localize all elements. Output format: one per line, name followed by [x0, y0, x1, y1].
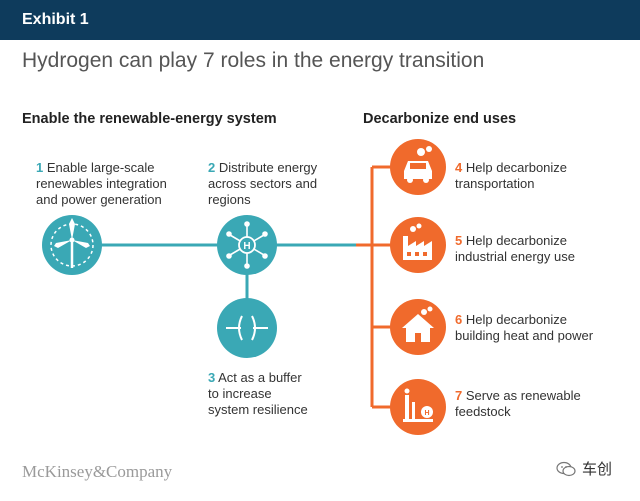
- wechat-icon: [556, 461, 576, 476]
- role-6-number: 6: [455, 312, 463, 327]
- role-5-number: 5: [455, 233, 463, 248]
- role-2-line-2: across sectors and: [208, 176, 318, 191]
- role-3-line-2: to increase: [208, 386, 272, 401]
- role-1-label: 1 Enable large-scale renewables integrat…: [36, 160, 167, 208]
- refinery-icon: H: [390, 379, 446, 435]
- svg-text:H: H: [424, 410, 429, 417]
- role-3-label: 3 Act as a buffer to increase system res…: [208, 370, 308, 418]
- factory-icon: [390, 217, 446, 273]
- page-title: Hydrogen can play 7 roles in the energy …: [22, 49, 485, 72]
- role-7-label: 7 Serve as renewable feedstock: [455, 388, 581, 420]
- role-7-number: 7: [455, 388, 463, 403]
- mckinsey-logo: McKinsey&Company: [22, 462, 173, 481]
- role-2-line-3: regions: [208, 192, 251, 207]
- svg-text:H: H: [243, 241, 250, 252]
- role-4-number: 4: [455, 160, 463, 175]
- watermark: 车创: [556, 458, 612, 479]
- role-3-number: 3: [208, 370, 216, 385]
- role-3-line-1: Act as a buffer: [218, 370, 302, 385]
- role-2-label: 2 Distribute energy across sectors and r…: [208, 160, 317, 208]
- hydrogen-network-icon: H: [217, 215, 277, 275]
- role-4-label: 4 Help decarbonize transportation: [455, 160, 567, 192]
- role-7-line-1: Serve as renewable: [465, 388, 581, 403]
- role-6-line-2: building heat and power: [455, 328, 594, 343]
- role-5-label: 5 Help decarbonize industrial energy use: [455, 233, 575, 265]
- role-2-line-1: Distribute energy: [218, 160, 318, 175]
- watermark-text: 车创: [582, 461, 613, 478]
- section-heading-right: Decarbonize end uses: [363, 111, 517, 127]
- buffer-icon: [217, 298, 277, 358]
- role-2-number: 2: [208, 160, 216, 175]
- exhibit-label: Exhibit 1: [22, 11, 89, 28]
- role-6-line-1: Help decarbonize: [465, 312, 568, 327]
- role-4-line-1: Help decarbonize: [465, 160, 568, 175]
- wind-turbine-icon: [42, 215, 102, 275]
- role-6-label: 6 Help decarbonize building heat and pow…: [455, 312, 593, 344]
- role-1-line-3: and power generation: [36, 192, 162, 207]
- role-1-number: 1: [36, 160, 44, 175]
- role-1-line-2: renewables integration: [36, 176, 167, 191]
- role-1-line-1: Enable large-scale: [46, 160, 155, 175]
- role-5-line-2: industrial energy use: [455, 249, 575, 264]
- header-bar: Exhibit 1: [0, 0, 640, 40]
- role-5-line-1: Help decarbonize: [465, 233, 568, 248]
- role-4-line-2: transportation: [455, 176, 535, 191]
- role-7-line-2: feedstock: [455, 404, 511, 419]
- house-icon: [390, 299, 446, 355]
- car-icon: [390, 139, 446, 195]
- section-heading-left: Enable the renewable-energy system: [22, 111, 277, 127]
- role-3-line-3: system resilience: [208, 402, 308, 417]
